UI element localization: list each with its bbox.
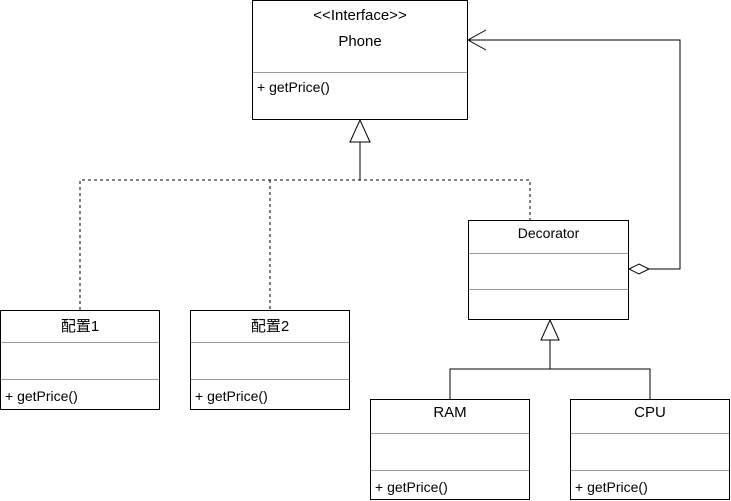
config2-method: + getPrice() [195,388,268,404]
aggregation-open-arrowhead [466,29,487,51]
generalization-arrowhead [540,318,560,341]
config1-separator-top [1,342,159,343]
ram-separator-bottom [371,470,529,471]
phone-stereotype: <<Interface>> [313,7,407,24]
cpu-separator-top [571,433,729,434]
config1-class-name: 配置1 [60,318,100,335]
cpu-separator-bottom [571,470,729,471]
cpu-class-name: CPU [634,404,666,421]
cpu-class: CPU + getPrice() [570,399,730,500]
config2-class-name: 配置2 [250,318,290,335]
ram-class: RAM + getPrice() [370,399,530,500]
config1-class: 配置1 + getPrice() [0,310,160,410]
realization-branch-line [79,179,531,310]
config2-class: 配置2 + getPrice() [190,310,350,410]
ram-separator-top [371,433,529,434]
phone-class-name: Phone [338,33,382,50]
config2-separator-bottom [191,379,349,380]
realization-arrowhead [349,118,371,143]
config1-method: + getPrice() [5,388,78,404]
aggregation-diamond [627,263,651,275]
aggregation-line [468,39,681,270]
phone-interface-class: <<Interface>> Phone + getPrice() [252,0,468,120]
config1-separator-bottom [1,379,159,380]
ram-class-name: RAM [433,404,467,421]
decorator-separator-bottom [469,289,628,290]
phone-separator [253,72,467,73]
phone-method: + getPrice() [257,79,330,95]
ram-method: + getPrice() [375,479,448,495]
config2-separator-top [191,342,349,343]
decorator-separator-top [469,253,628,254]
cpu-method: + getPrice() [575,479,648,495]
decorator-class-name: Decorator [517,225,580,241]
decorator-class: Decorator [468,220,629,320]
generalization-branch-line [449,368,651,399]
